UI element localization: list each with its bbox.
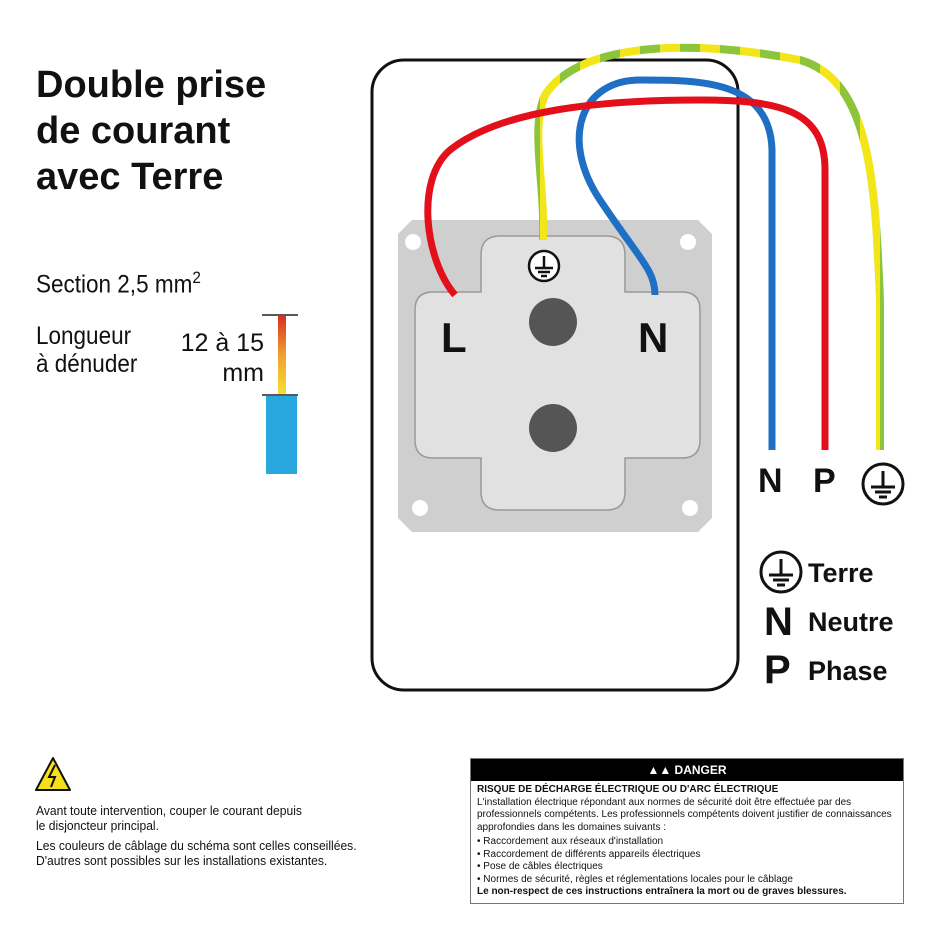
danger-item: • Normes de sécurité, règles et réglemen… <box>477 873 793 885</box>
danger-item: • Pose de câbles électriques <box>477 861 603 872</box>
legend-neutre: Neutre <box>808 607 894 637</box>
earth-wire <box>534 43 884 450</box>
legend-n-symbol: N <box>764 600 793 644</box>
warning-cut-power: Avant toute intervention, couper le cour… <box>36 803 302 833</box>
strip-length-line: 12 à 15 <box>180 329 264 357</box>
legend-phase: Phase <box>808 656 888 686</box>
danger-notice: ▲▲ DANGER RISQUE DE DÉCHARGE ÉLECTRIQUE … <box>470 758 904 904</box>
strip-length: 12 à 15 mm <box>178 328 264 388</box>
title-line: avec Terre <box>36 156 224 198</box>
screw-hole <box>682 500 698 516</box>
wire-p-label: P <box>813 462 836 500</box>
legend-earth-icon <box>759 550 803 594</box>
screw-hole <box>412 500 428 516</box>
section-label: Section 2,5 mm <box>36 270 193 299</box>
danger-header-text: DANGER <box>674 763 727 777</box>
strip-label: Longueur à dénuder <box>36 322 137 378</box>
neutral-wire <box>575 76 776 450</box>
warning-line: Les couleurs de câblage du schéma sont c… <box>36 838 357 853</box>
section-sup: 2 <box>192 268 201 287</box>
title-line: de courant <box>36 110 231 152</box>
danger-intro: L'installation électrique répondant aux … <box>477 796 892 833</box>
danger-triangle-icon: ▲▲ <box>647 763 675 777</box>
title-line: Double prise <box>36 64 267 106</box>
terminal-l-label: L <box>441 314 467 361</box>
warning-triangle-icon <box>35 757 71 791</box>
legend-p-symbol: P <box>764 648 791 692</box>
danger-item: • Raccordement aux réseaux d'installatio… <box>477 836 664 847</box>
strip-length-line: mm <box>222 359 264 387</box>
danger-title: RISQUE DE DÉCHARGE ÉLECTRIQUE OU D'ARC É… <box>477 784 779 795</box>
earth-label-icon <box>861 462 905 506</box>
socket-face <box>414 235 701 511</box>
danger-header: ▲▲ DANGER <box>471 759 903 781</box>
strip-gauge <box>262 314 298 474</box>
legend-terre: Terre <box>808 558 874 588</box>
screw-hole <box>405 234 421 250</box>
strip-label-line: Longueur <box>36 322 132 350</box>
strip-label-line: à dénuder <box>36 350 138 378</box>
wire-section: Section 2,5 mm2 <box>36 268 201 299</box>
earth-terminal-icon <box>527 249 561 283</box>
wire-n-label: N <box>758 462 783 500</box>
screw-hole <box>680 234 696 250</box>
warning-line: le disjoncteur principal. <box>36 818 159 833</box>
danger-item: • Raccordement de différents appareils é… <box>477 848 701 860</box>
page-title: Double prise de courant avec Terre <box>36 62 336 200</box>
danger-footer: Le non-respect de ces instructions entra… <box>477 886 847 897</box>
phase-wire <box>424 96 829 450</box>
warning-colors: Les couleurs de câblage du schéma sont c… <box>36 838 357 868</box>
socket-hole <box>529 298 577 346</box>
warning-line: Avant toute intervention, couper le cour… <box>36 803 302 818</box>
socket-hole <box>529 404 577 452</box>
terminal-n-label: N <box>638 314 669 361</box>
warning-line: D'autres sont possibles sur les installa… <box>36 853 328 868</box>
